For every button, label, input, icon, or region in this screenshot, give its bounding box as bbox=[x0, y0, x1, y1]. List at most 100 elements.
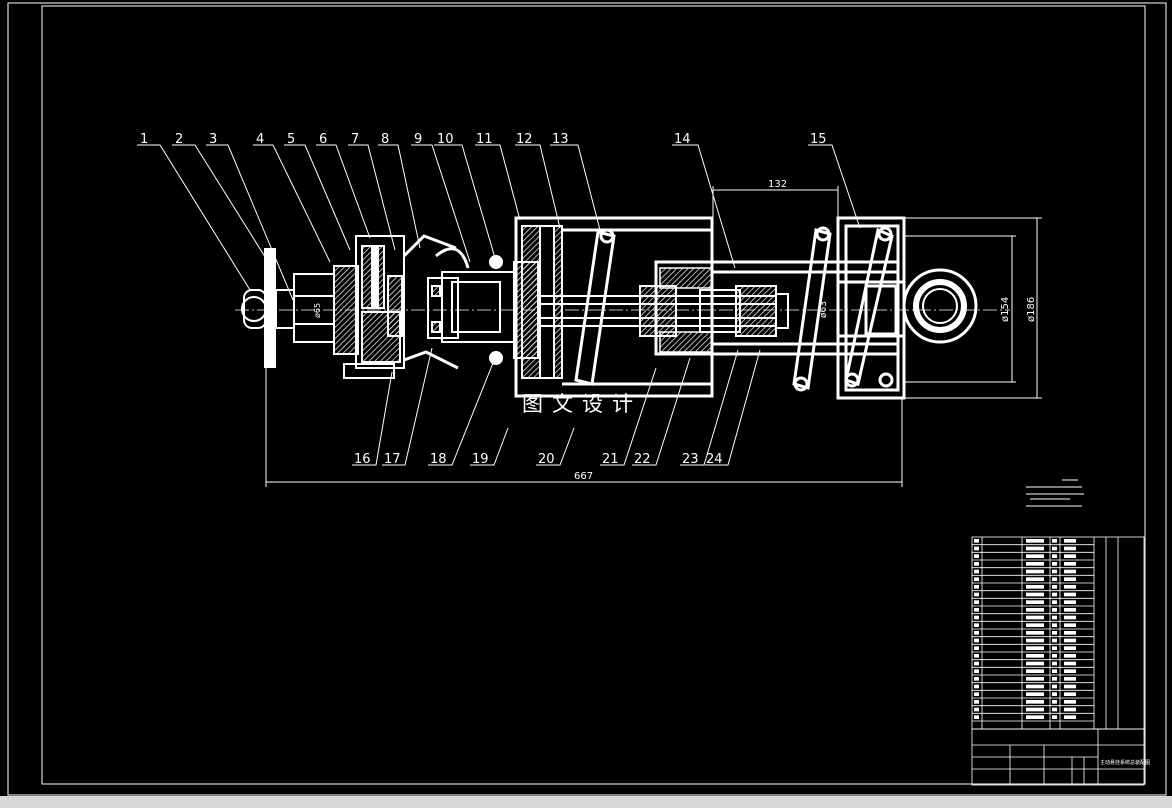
table-cell-mark bbox=[1064, 654, 1076, 658]
table-cell-mark bbox=[1052, 569, 1057, 574]
table-cell-mark bbox=[974, 569, 979, 574]
table-cell-mark bbox=[1026, 615, 1044, 620]
table-cell-mark bbox=[974, 707, 979, 712]
table-cell-mark bbox=[1052, 631, 1057, 635]
table-cell-mark bbox=[1064, 707, 1076, 712]
table-cell-mark bbox=[1064, 684, 1076, 689]
part-label-10: 10 bbox=[437, 132, 454, 147]
table-cell-mark bbox=[1064, 592, 1076, 597]
table-cell-mark bbox=[1026, 577, 1044, 581]
table-cell-mark bbox=[974, 692, 979, 696]
table-cell-mark bbox=[1064, 577, 1076, 581]
table-cell-mark bbox=[1064, 585, 1076, 589]
parts-list-table bbox=[971, 536, 1145, 730]
part-label-2: 2 bbox=[175, 132, 183, 147]
part-label-19: 19 bbox=[472, 452, 489, 467]
mounting-eye bbox=[902, 268, 978, 344]
watermark: 图文设计 bbox=[522, 392, 642, 416]
part-label-23: 23 bbox=[682, 452, 699, 467]
table-cell-mark bbox=[1064, 715, 1076, 719]
table-cell-mark bbox=[1052, 692, 1057, 696]
table-cell-mark bbox=[1052, 638, 1057, 643]
gear-housing bbox=[333, 235, 405, 379]
table-cell-mark bbox=[1064, 631, 1076, 635]
table-cell-mark bbox=[1064, 669, 1076, 673]
table-cell-mark bbox=[974, 654, 979, 658]
table-cell-mark bbox=[974, 646, 979, 650]
part-label-15: 15 bbox=[810, 132, 827, 147]
table-cell-mark bbox=[1026, 554, 1044, 558]
table-cell-mark bbox=[1026, 677, 1044, 681]
table-cell-mark bbox=[1026, 585, 1044, 589]
table-cell-mark bbox=[974, 638, 979, 643]
table-cell-mark bbox=[974, 715, 979, 719]
table-cell-mark bbox=[974, 631, 979, 635]
table-cell-mark bbox=[974, 577, 979, 581]
table-cell-mark bbox=[1064, 692, 1076, 696]
spring-struts-right bbox=[792, 226, 894, 392]
table-cell-mark bbox=[1026, 600, 1044, 604]
window-bottom-strip bbox=[0, 796, 1172, 808]
table-cell-mark bbox=[974, 546, 979, 551]
part-label-18: 18 bbox=[430, 452, 447, 467]
table-cell-mark bbox=[974, 554, 979, 558]
dim-d65: ø65 bbox=[313, 303, 322, 318]
table-cell-mark bbox=[1026, 569, 1044, 574]
table-cell-mark bbox=[1052, 608, 1057, 612]
table-cell-mark bbox=[1064, 554, 1076, 558]
table-cell-mark bbox=[974, 661, 979, 666]
table-cell-mark bbox=[974, 600, 979, 604]
table-cell-mark bbox=[1026, 592, 1044, 597]
table-cell-mark bbox=[1052, 646, 1057, 650]
part-label-4: 4 bbox=[256, 132, 264, 147]
technical-notes bbox=[1026, 479, 1084, 507]
part-label-16: 16 bbox=[354, 452, 371, 467]
dimension-lines bbox=[265, 186, 1042, 487]
table-cell-mark bbox=[1064, 677, 1076, 681]
parts-list-cells bbox=[974, 539, 1076, 719]
table-cell-mark bbox=[1052, 677, 1057, 681]
table-cell-mark bbox=[1064, 539, 1076, 543]
table-cell-mark bbox=[1026, 669, 1044, 673]
table-cell-mark bbox=[1052, 577, 1057, 581]
link-arms-left bbox=[402, 234, 470, 370]
table-cell-mark bbox=[974, 585, 979, 589]
table-cell-mark bbox=[1052, 715, 1057, 719]
part-label-13: 13 bbox=[552, 132, 569, 147]
table-cell-mark bbox=[1052, 669, 1057, 673]
table-cell-mark bbox=[1026, 539, 1044, 543]
part-labels-bottom: 16 17 18 19 20 21 22 23 24 bbox=[354, 452, 723, 467]
table-cell-mark bbox=[1064, 569, 1076, 574]
table-cell-mark bbox=[1052, 562, 1057, 566]
table-cell-mark bbox=[1026, 562, 1044, 566]
part-label-9: 9 bbox=[414, 132, 422, 147]
table-cell-mark bbox=[974, 700, 979, 704]
table-cell-mark bbox=[1052, 654, 1057, 658]
part-label-5: 5 bbox=[287, 132, 295, 147]
table-cell-mark bbox=[1064, 562, 1076, 566]
part-label-6: 6 bbox=[319, 132, 327, 147]
table-cell-mark bbox=[1052, 539, 1057, 543]
table-cell-mark bbox=[1064, 623, 1076, 627]
table-cell-mark bbox=[1052, 707, 1057, 712]
table-cell-mark bbox=[1052, 615, 1057, 620]
table-cell-mark bbox=[1052, 623, 1057, 627]
table-cell-mark bbox=[1064, 600, 1076, 604]
table-cell-mark bbox=[974, 669, 979, 673]
table-cell-mark bbox=[1026, 700, 1044, 704]
leader-lines-top bbox=[137, 144, 861, 301]
table-cell-mark bbox=[974, 615, 979, 620]
part-label-1: 1 bbox=[140, 132, 148, 147]
table-cell-mark bbox=[1026, 692, 1044, 696]
table-cell-mark bbox=[1026, 646, 1044, 650]
handwheel-assembly bbox=[241, 248, 335, 368]
table-cell-mark bbox=[974, 677, 979, 681]
table-cell-mark bbox=[1026, 608, 1044, 612]
table-cell-mark bbox=[1052, 600, 1057, 604]
table-cell-mark bbox=[1026, 715, 1044, 719]
piston-rod bbox=[537, 285, 789, 337]
dim-d63: ø63 bbox=[819, 301, 829, 318]
table-cell-mark bbox=[1026, 707, 1044, 712]
table-cell-mark bbox=[974, 623, 979, 627]
